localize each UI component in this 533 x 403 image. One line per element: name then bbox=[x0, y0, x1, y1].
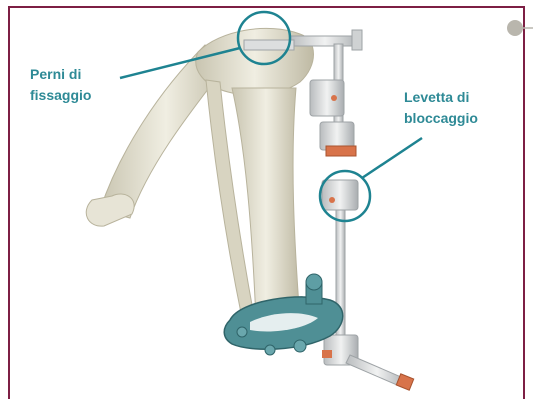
guide-top-bar bbox=[290, 36, 360, 46]
fixation-pins-label: Perni di fissaggio bbox=[30, 64, 95, 106]
locking-lever-label: Levetta di bloccaggio bbox=[404, 87, 478, 129]
femur-condyle bbox=[86, 194, 134, 226]
guide-block-upper bbox=[310, 80, 344, 116]
locking-lever-block bbox=[322, 180, 358, 210]
marker-dot bbox=[507, 20, 523, 36]
locking-lever-callout-line bbox=[362, 138, 422, 178]
